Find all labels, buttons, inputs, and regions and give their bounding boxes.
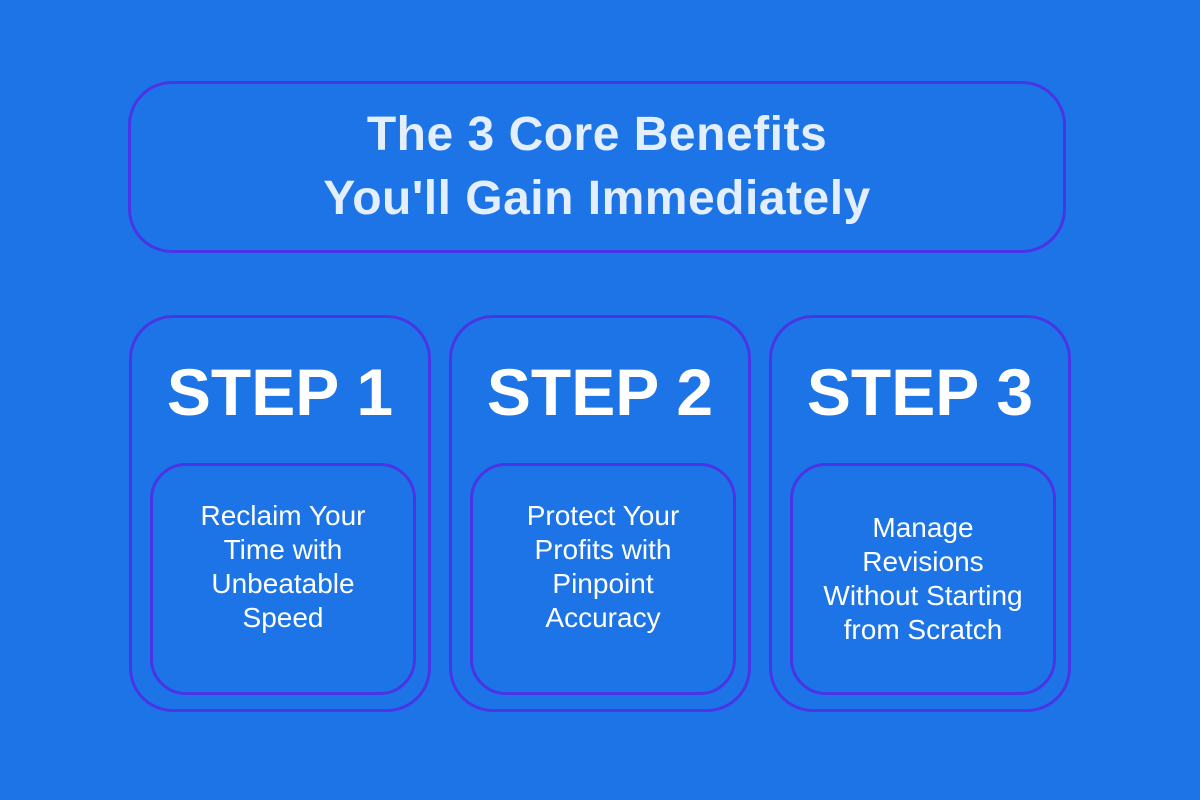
- step-description: Manage Revisions Without Starting from S…: [823, 512, 1023, 645]
- title-box: The 3 Core Benefits You'll Gain Immediat…: [128, 81, 1066, 253]
- step-description: Protect Your Profits with Pinpoint Accur…: [526, 500, 680, 633]
- step-description-box: Protect Your Profits with Pinpoint Accur…: [470, 463, 736, 695]
- title-line-1: The 3 Core Benefits: [366, 108, 828, 161]
- step-label: STEP 2: [486, 355, 714, 429]
- step-description: Reclaim Your Time with Unbeatable Speed: [200, 500, 366, 633]
- step-description-box: Reclaim Your Time with Unbeatable Speed: [150, 463, 416, 695]
- step-card-3: STEP 3 Manage Revisions Without Starting…: [769, 315, 1071, 712]
- step-description-box: Manage Revisions Without Starting from S…: [790, 463, 1056, 695]
- step-label: STEP 1: [166, 355, 394, 429]
- step-card-2: STEP 2 Protect Your Profits with Pinpoin…: [449, 315, 751, 712]
- step-card-1: STEP 1 Reclaim Your Time with Unbeatable…: [129, 315, 431, 712]
- title-line-2: You'll Gain Immediately: [323, 172, 871, 225]
- step-label: STEP 3: [806, 355, 1034, 429]
